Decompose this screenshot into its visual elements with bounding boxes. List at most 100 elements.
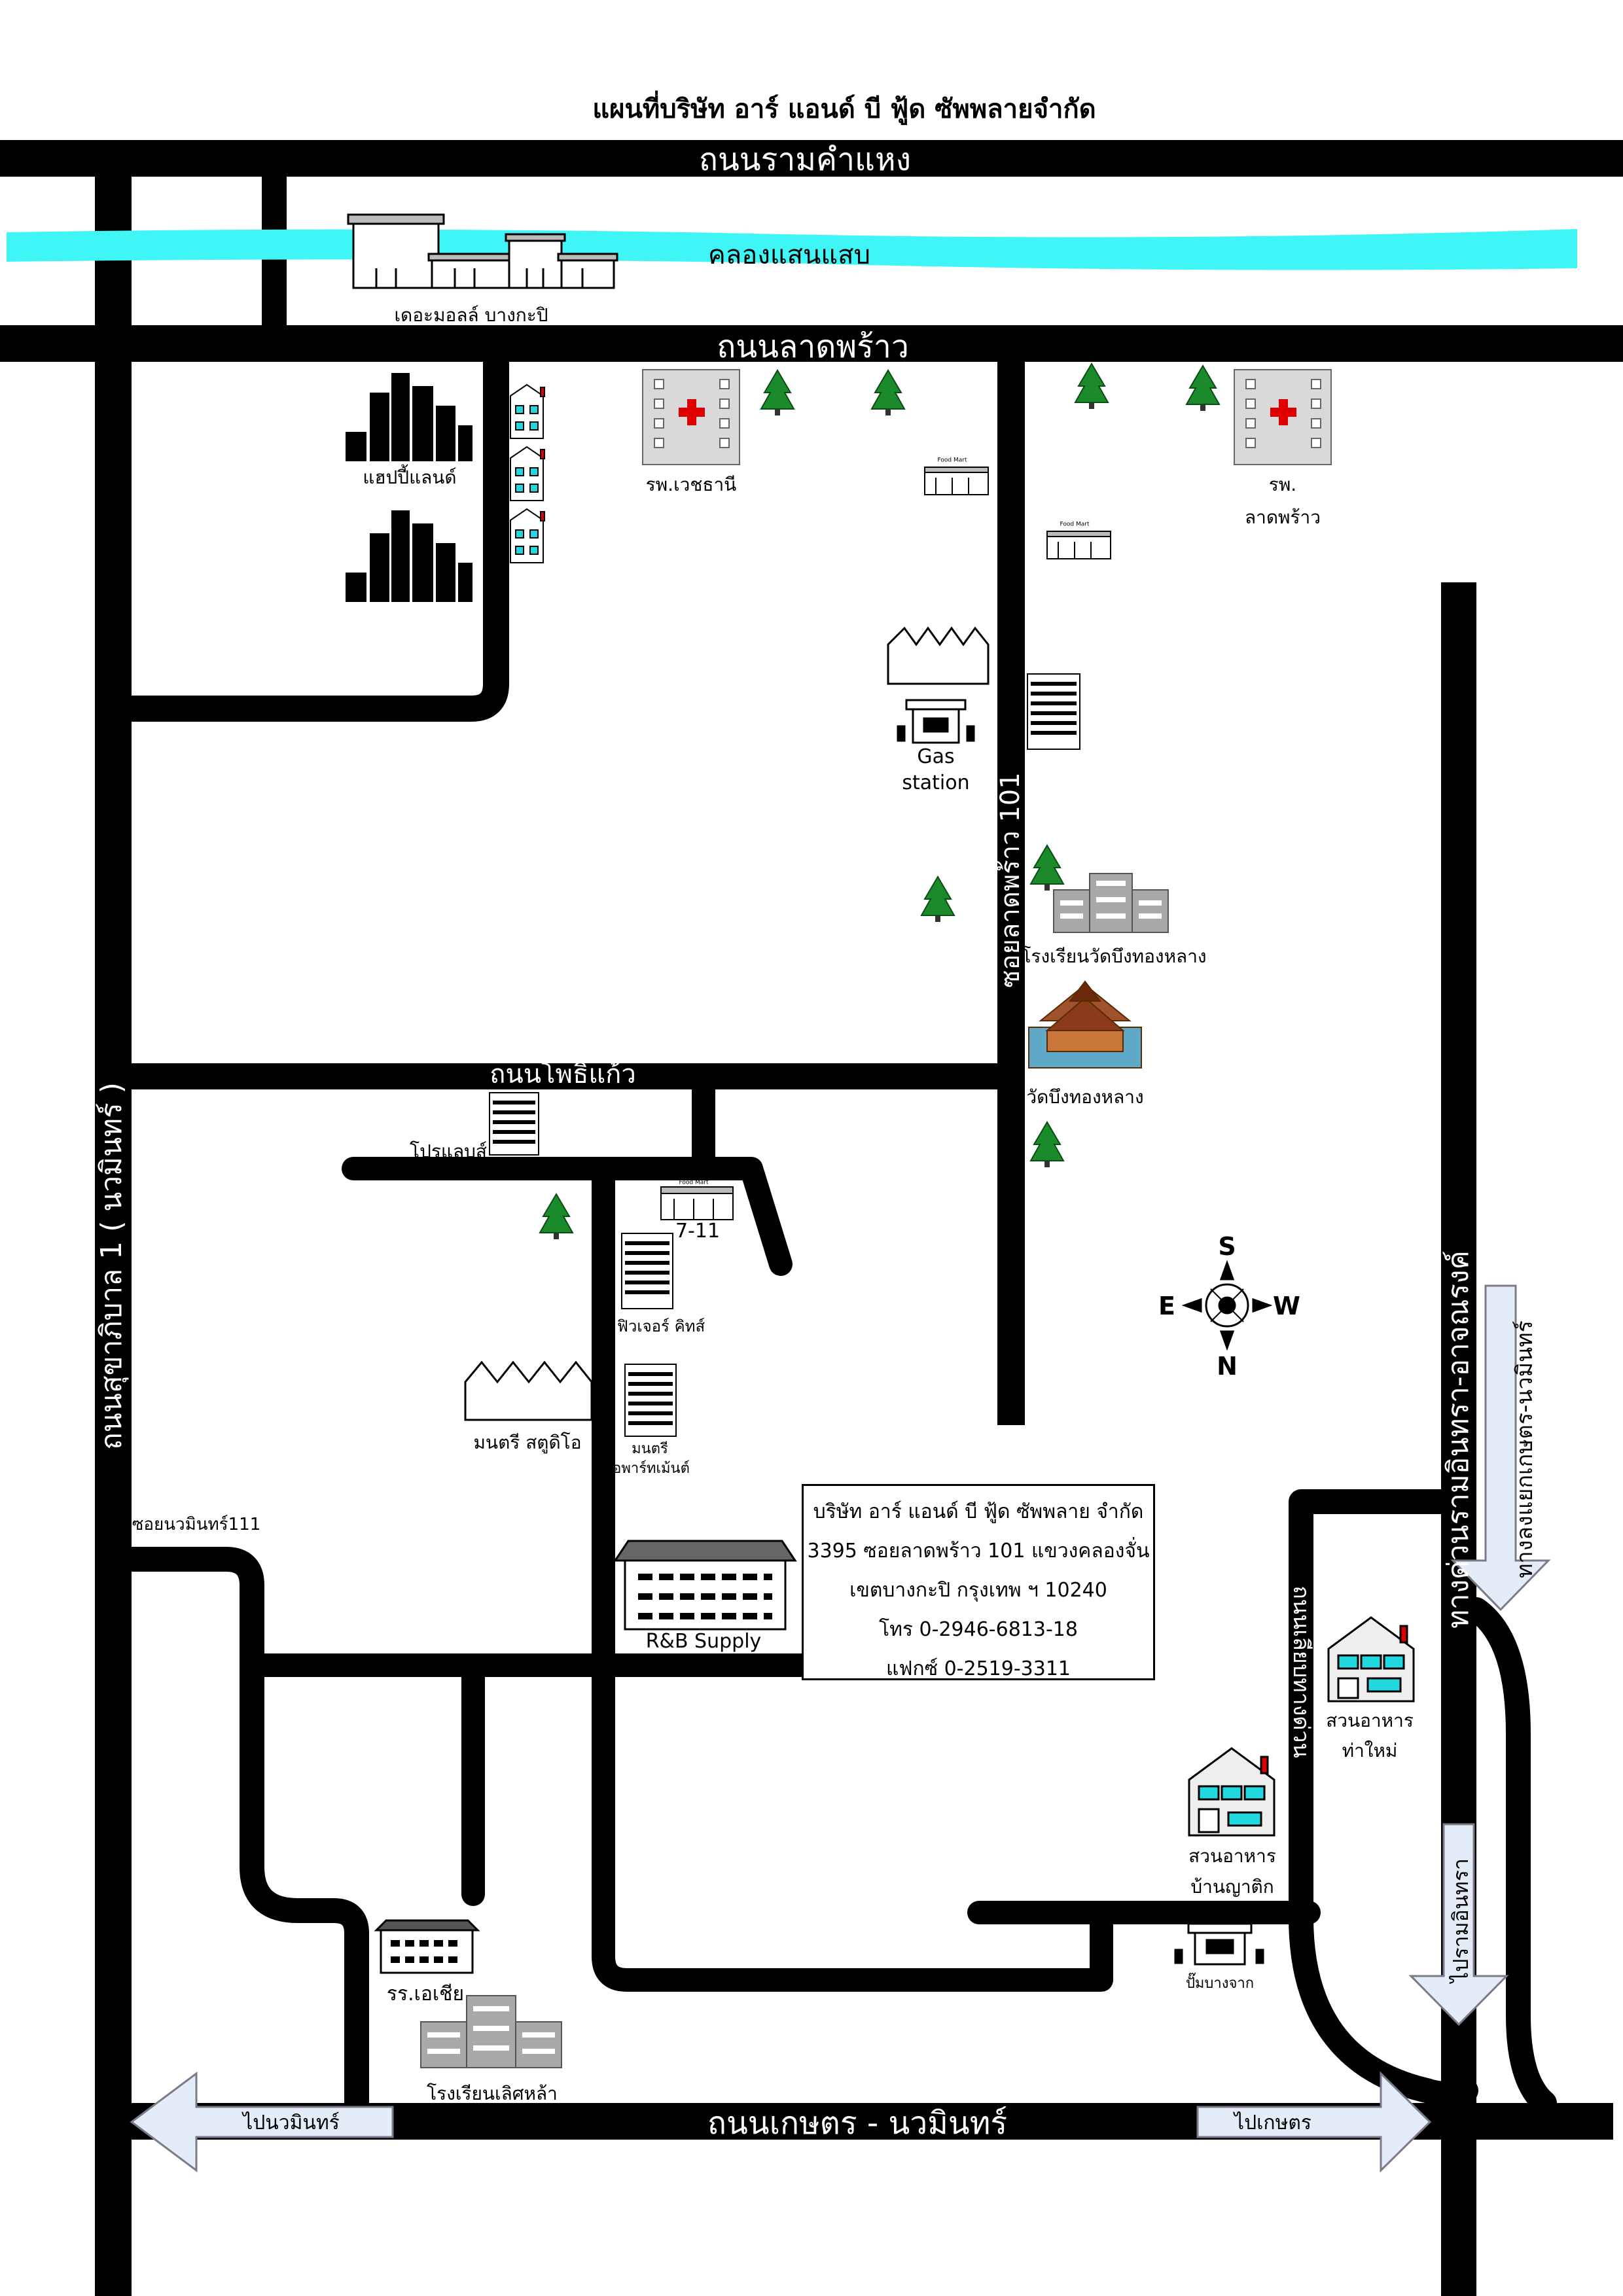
road-nawamin111 bbox=[119, 1547, 369, 2115]
info-line: 3395 ซอยลาดพร้าว 101 แขวงคลองจั่น bbox=[807, 1540, 1150, 1563]
info-line: บริษัท อาร์ แอนด์ บี ฟู้ด ซัพพลาย จำกัด bbox=[813, 1500, 1144, 1523]
tower-icon bbox=[489, 1092, 539, 1156]
label-expressway-exit: ทางลงแยกเกษตร-นวมินทร์ bbox=[1512, 1320, 1538, 1578]
road-prolab-soi bbox=[342, 1157, 793, 1276]
label-mall: เดอะมอลล์ บางกะปิ bbox=[394, 304, 548, 326]
road-ramkhamhaeng bbox=[0, 140, 1623, 177]
label-phothikaeo: ถนนโพธิ์แก้ว bbox=[490, 1059, 636, 1089]
label-restaurant1-line2: ท่าใหม่ bbox=[1342, 1740, 1398, 1761]
label-kaset-nawamin: ถนนเกษตร - นวมินทร์ bbox=[707, 2105, 1008, 2142]
info-line: โทร 0-2946-6813-18 bbox=[879, 1618, 1078, 1641]
road-phothikaeo bbox=[132, 1063, 997, 1089]
tower-icon bbox=[624, 1364, 677, 1437]
tree-icon bbox=[870, 369, 906, 415]
school-icon bbox=[420, 1995, 562, 2068]
compass-icon bbox=[1181, 1260, 1273, 1351]
tree-icon bbox=[1074, 362, 1109, 409]
tree-icon bbox=[920, 875, 955, 922]
label-ramkhamhaeng: ถนนรามคำแหง bbox=[698, 141, 912, 178]
label-foodmart: Food Mart bbox=[937, 457, 967, 464]
label-ladprao: ถนนลาดพร้าว bbox=[717, 328, 909, 365]
foodmart-icon bbox=[660, 1186, 734, 1220]
label-restaurant1-line1: สวนอาหาร bbox=[1326, 1710, 1414, 1731]
road-lines bbox=[118, 349, 1557, 2115]
city-icon bbox=[346, 373, 473, 461]
label-foodmart: Food Mart bbox=[679, 1179, 709, 1186]
city-icon bbox=[346, 510, 473, 602]
direction-arrows bbox=[130, 1284, 1551, 2173]
house-icon bbox=[510, 446, 545, 501]
label-gas1-line2: station bbox=[902, 771, 970, 794]
house-icon bbox=[510, 508, 545, 563]
label-school2: โรงเรียนเลิศหล้า bbox=[427, 2083, 558, 2104]
tree-icon bbox=[1029, 844, 1065, 891]
arrow-expressway-exit bbox=[1450, 1284, 1551, 1612]
label-restaurant2-line1: สวนอาหาร bbox=[1188, 1845, 1276, 1867]
arrow-to-ramintra bbox=[1408, 1823, 1509, 2026]
house-icon bbox=[510, 383, 545, 439]
townhouse-icon bbox=[887, 626, 990, 685]
mall-icon bbox=[347, 213, 618, 289]
tower-icon bbox=[1027, 673, 1080, 750]
label-apartment-line1: มนตรี bbox=[632, 1441, 668, 1457]
compass-label-bottom: N bbox=[1217, 1352, 1238, 1381]
tree-icon bbox=[1029, 1121, 1065, 1167]
road-sukhaphiban1 bbox=[95, 140, 132, 2296]
info-line: เขตบางกะปิ กรุงเทพ ฯ 10240 bbox=[849, 1579, 1107, 1602]
asia-school-icon bbox=[374, 1919, 480, 1974]
compass-label-right: W bbox=[1273, 1292, 1300, 1320]
label-sukhaphiban1: ถนนสุขาภิบาล 1 ( นวมินทร์ ) bbox=[95, 1082, 128, 1450]
label-side-road: ถนนเลียบทางด่วน bbox=[1288, 1585, 1314, 1758]
restaurant-house-icon bbox=[1188, 1747, 1275, 1837]
label-to-nawamin: ไปนวมินทร์ bbox=[243, 2111, 340, 2134]
tower-icon bbox=[621, 1233, 673, 1309]
label-expressway: ทางด่วนรามอินทรา-อาจณรงค์ bbox=[1442, 1250, 1475, 1629]
label-gas2: ปั๊มบางจาก bbox=[1185, 1975, 1255, 1992]
school-icon bbox=[1053, 873, 1169, 933]
info-line: แฟกซ์ 0-2519-3311 bbox=[885, 1657, 1071, 1680]
road-ladprao bbox=[0, 325, 1623, 362]
arrow-to-nawamin bbox=[130, 2072, 394, 2172]
label-hospital2-line1: รพ. bbox=[1268, 474, 1297, 495]
label-prolab: โปรแลบส์ bbox=[410, 1140, 487, 1162]
label-ladprao101: ซอยลาดพร้าว 101 bbox=[995, 772, 1026, 988]
road-ladprao101 bbox=[997, 362, 1025, 1425]
gas-station-icon bbox=[1174, 1922, 1264, 1966]
label-apartment-line2: อพาร์ทเม้นต์ bbox=[613, 1460, 690, 1477]
label-canal: คลองแสนแสบ bbox=[708, 240, 870, 270]
label-hospital1: รพ.เวชธานี bbox=[645, 474, 737, 495]
compass-label-left: E bbox=[1158, 1292, 1175, 1320]
label-gas1-line1: Gas bbox=[917, 745, 955, 768]
hospital-icon bbox=[642, 369, 740, 465]
label-temple: วัดบึงทองหลาง bbox=[1026, 1086, 1144, 1108]
road-happyland-soi bbox=[118, 349, 509, 722]
gas-station-icon bbox=[897, 699, 975, 744]
restaurant-house-icon bbox=[1327, 1616, 1415, 1703]
temple-icon bbox=[1028, 980, 1142, 1069]
townhouse-icon bbox=[464, 1360, 593, 1421]
label-school1: โรงเรียนวัดบึงทองหลาง bbox=[1021, 945, 1207, 967]
label-to-ramintra: ไปรามอินทรา bbox=[1448, 1858, 1473, 1983]
foodmart-icon bbox=[924, 467, 989, 495]
label-restaurant2-line2: บ้านญาติก bbox=[1190, 1876, 1274, 1898]
label-foodmart: Food Mart bbox=[1060, 521, 1090, 528]
label-rb-supply: R&B Supply bbox=[645, 1630, 762, 1653]
hospital-icon bbox=[1234, 369, 1332, 465]
foodmart-icon bbox=[1046, 531, 1111, 559]
company-info-box: บริษัท อาร์ แอนด์ บี ฟู้ด ซัพพลาย จำกัด … bbox=[802, 1484, 1155, 1680]
map-title: แผนที่บริษัท อาร์ แอนด์ บี ฟู้ด ซัพพลายจ… bbox=[592, 94, 1096, 124]
tree-icon bbox=[539, 1193, 574, 1239]
label-hospital2-line2: ลาดพร้าว bbox=[1244, 506, 1321, 528]
rb-supply-building bbox=[613, 1540, 797, 1631]
road-rb-soi bbox=[592, 1157, 1113, 1992]
tree-icon bbox=[1185, 364, 1221, 411]
label-studio: มนตรี สตูดิโอ bbox=[473, 1432, 582, 1453]
tree-icon bbox=[760, 369, 795, 415]
label-to-kaset: ไปเกษตร bbox=[1234, 2111, 1311, 2134]
road-side bbox=[1289, 1489, 1478, 2106]
label-asia-school: รร.เอเชีย bbox=[386, 1983, 465, 2005]
arrow-to-kaset bbox=[1196, 2071, 1432, 2173]
label-nawamin111: ซอยนวมินทร์111 bbox=[132, 1515, 261, 1534]
label-happyland: แฮปปี้แลนด์ bbox=[363, 467, 457, 488]
